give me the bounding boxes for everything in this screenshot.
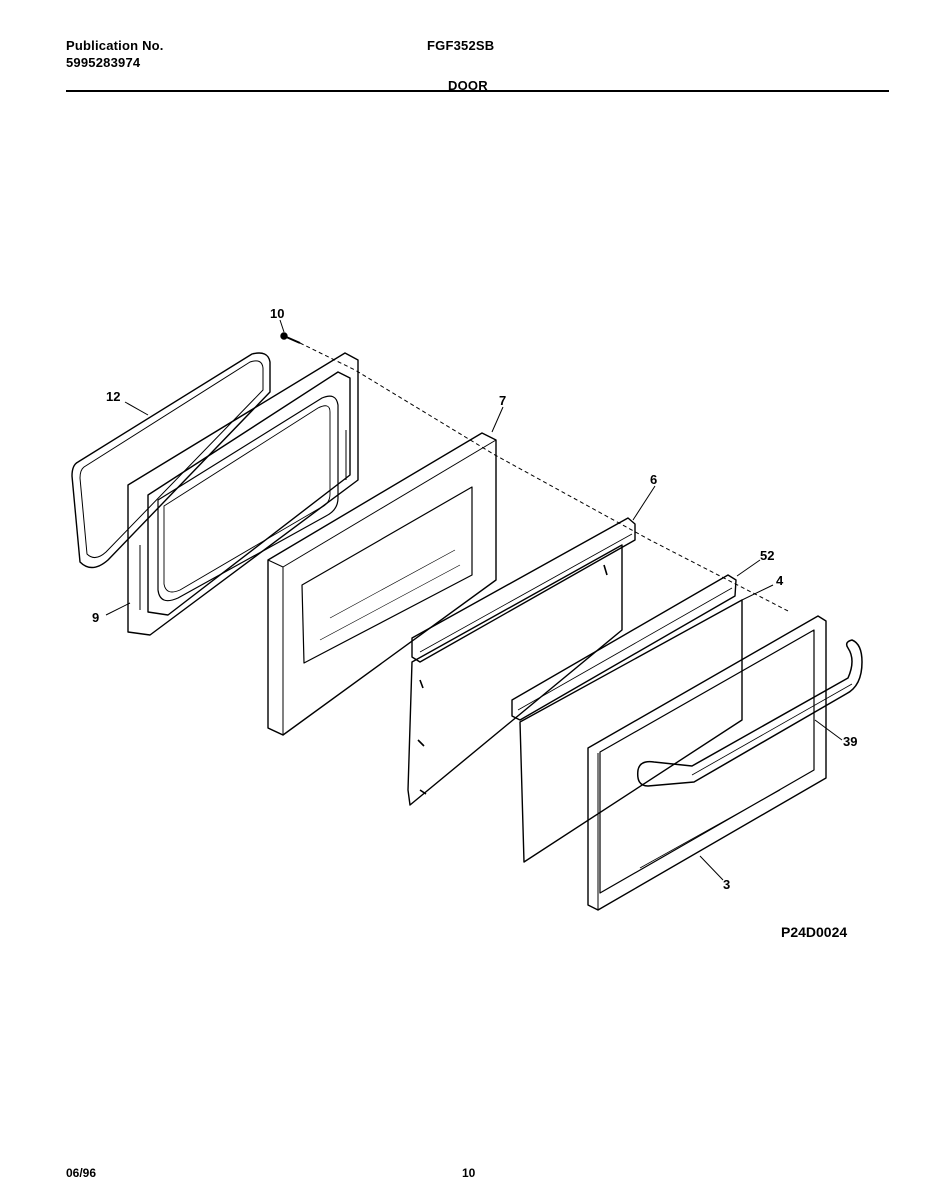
channel-part-52 (511, 574, 737, 721)
screw-part-10 (280, 332, 301, 344)
callout-52: 52 (760, 548, 774, 563)
section-title: DOOR (448, 78, 488, 93)
leader-9 (105, 602, 131, 616)
leader-39 (814, 719, 843, 741)
glass-part-4 (519, 599, 743, 863)
callout-7: 7 (499, 393, 506, 408)
callout-39: 39 (843, 734, 857, 749)
handle-part-39 (636, 639, 863, 787)
leader-10 (279, 319, 285, 333)
publication-label: Publication No. (66, 38, 164, 53)
gasket-part-12 (71, 352, 271, 569)
leader-52 (736, 559, 761, 577)
callout-12: 12 (106, 389, 120, 404)
leader-7 (491, 406, 504, 433)
callout-4: 4 (776, 573, 784, 588)
callout-6: 6 (650, 472, 657, 487)
assembly-axis (299, 342, 791, 613)
callout-10: 10 (270, 306, 284, 321)
page-number: 10 (462, 1166, 476, 1180)
insulation-part-7 (267, 432, 497, 736)
model-number: FGF352SB (427, 38, 495, 53)
leader-3 (699, 855, 724, 881)
footer-date: 06/96 (66, 1166, 97, 1180)
inner-door-part-9 (127, 352, 359, 636)
publication-number: 5995283974 (66, 55, 141, 70)
callout-3: 3 (723, 877, 730, 892)
callout-9: 9 (92, 610, 99, 625)
outer-door-part-3 (587, 615, 827, 911)
diagram-id: P24D0024 (781, 924, 848, 940)
leader-4 (741, 584, 774, 601)
header-rule (66, 90, 889, 92)
leader-12 (124, 401, 149, 416)
leader-6 (632, 485, 656, 521)
